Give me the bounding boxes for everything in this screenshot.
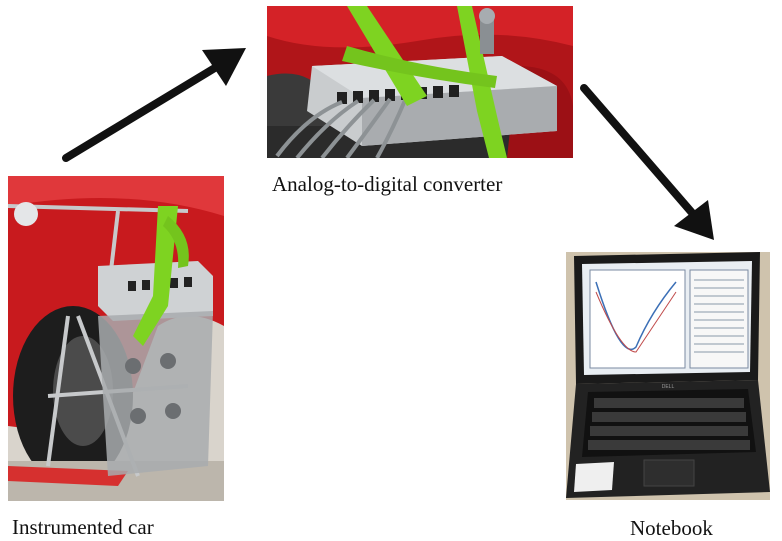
notebook-label: Notebook [630,516,713,540]
arrow-adc-to-notebook [580,84,714,240]
arrow-car-to-adc [62,48,246,162]
adc-label: Analog-to-digital converter [272,172,503,196]
notebook-photo: DELL [566,252,770,500]
adc-photo [267,6,573,158]
notebook-brand-logo: DELL [662,384,675,390]
instrumented-car-label: Instrumented car [12,515,154,539]
instrumented-car-photo [8,176,224,501]
